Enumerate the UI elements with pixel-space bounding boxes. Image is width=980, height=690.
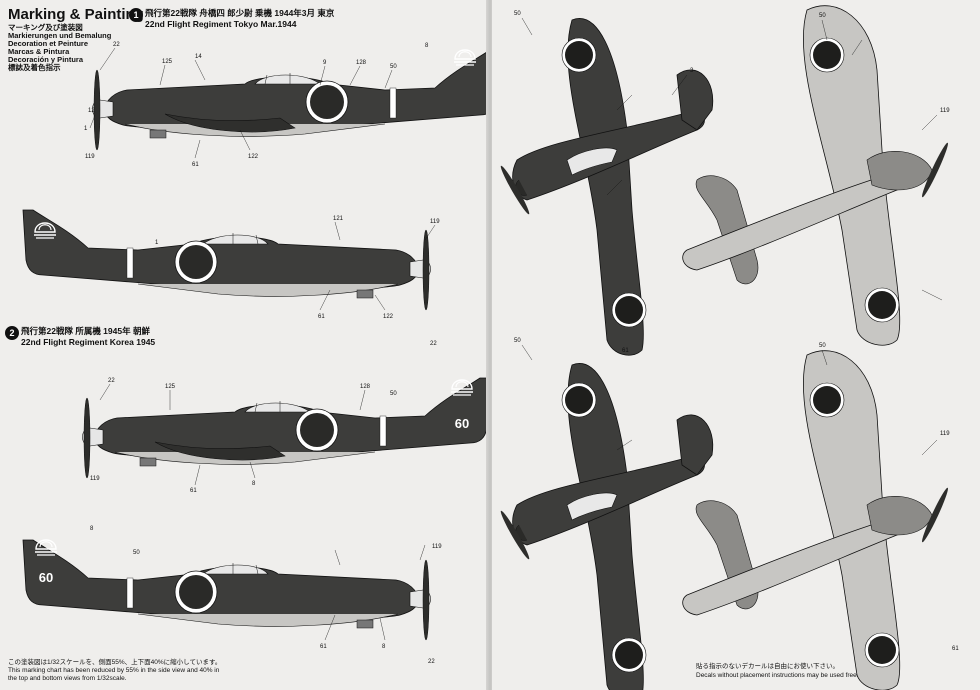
page-title: Marking & Painting	[8, 6, 144, 23]
scheme-2-badge: 2	[5, 326, 19, 340]
callout-122b: 122	[383, 314, 394, 320]
callout-r-50: 50	[514, 11, 521, 17]
scheme-1-title-en: 22nd Flight Regiment Tokyo Mar.1944	[145, 19, 297, 29]
scheme-2-side-view-left	[82, 377, 491, 479]
callout-8b: 8	[252, 481, 256, 487]
callout-leaders	[89, 47, 436, 641]
footnote-right-jp: 貼る指示のないデカールは自由にお使い下さい。	[696, 663, 839, 670]
scheme-1-side-view-left	[92, 49, 501, 151]
right-callout-numbers: 50 3 50 119 61 50 50 119 61	[514, 11, 959, 652]
callout-128b: 128	[360, 384, 371, 390]
callout-8c: 8	[90, 526, 94, 532]
subtitle-de: Markierungen und Bemalung	[8, 31, 112, 40]
callout-50: 50	[390, 64, 397, 70]
callout-9: 9	[323, 60, 327, 66]
callout-r-3: 3	[690, 68, 694, 74]
callout-50b: 50	[390, 391, 397, 397]
scheme-1-title-jp: 飛行第22戦隊 舟橋四 郎少尉 乗機 1944年3月 東京	[145, 8, 335, 18]
subtitle-jp: マーキング及び塗装図	[8, 23, 83, 32]
right-page: 貼る指示のないデカールは自由にお使い下さい。 Decals without pl…	[492, 0, 980, 690]
callout-r-47b: 61	[952, 646, 959, 652]
subtitle-fr: Decoration et Peinture	[8, 39, 89, 48]
scheme-2-title-en: 22nd Flight Regiment Korea 1945	[21, 337, 156, 347]
footnote-en-1: This marking chart has been reduced by 5…	[8, 667, 220, 674]
scheme-1-bottom-view	[682, 5, 951, 346]
right-callout-leaders	[521, 17, 943, 456]
callout-319: 119	[90, 476, 100, 482]
scheme-2-top-view	[497, 362, 714, 690]
callout-50c: 50	[133, 550, 140, 556]
footnote-en-2: the top and bottom views from 1/32scale.	[8, 675, 127, 682]
scheme-1-badge: 1	[129, 8, 143, 22]
callout-r-319b: 119	[940, 431, 950, 437]
scheme-2-side-view-right	[22, 539, 431, 641]
callout-1b: 1	[155, 240, 159, 246]
scheme-2-tail-code: 60	[455, 416, 469, 431]
callout-r-50c: 50	[514, 338, 521, 344]
callout-61d: 61	[320, 644, 327, 650]
subtitle-cn: 標誌及着色指示	[8, 63, 61, 72]
left-page: Marking & Painting マーキング及び塗装図 Markierung…	[0, 0, 501, 690]
callout-14: 14	[195, 54, 202, 60]
scheme-1-top-view	[497, 17, 714, 356]
callout-22b: 22	[430, 341, 437, 347]
scheme-1-side-view-right	[22, 209, 431, 311]
callout-22c: 22	[108, 378, 115, 384]
callout-22: 22	[113, 42, 120, 48]
page-gutter	[486, 0, 494, 690]
callout-8: 8	[425, 43, 429, 49]
side-callout-numbers: 22 125 14 9 128 8 50 12 1 119 122 61 121…	[84, 42, 442, 665]
subtitle-pt: Marcas & Pintura	[8, 47, 70, 56]
callout-125b: 125	[165, 384, 176, 390]
callout-r-319: 119	[940, 108, 950, 114]
callout-128: 128	[356, 60, 367, 66]
callout-r-47: 61	[622, 348, 629, 354]
footnote-right-en: Decals without placement instructions ma…	[696, 672, 863, 679]
callout-r-50b: 50	[819, 13, 826, 19]
callout-22d: 22	[428, 659, 435, 665]
callout-61b: 61	[318, 314, 325, 320]
scheme-2-tail-code-2: 60	[39, 570, 53, 585]
callout-119b: 119	[430, 219, 440, 225]
subtitle-es: Decoración y Pintura	[8, 55, 84, 64]
callout-122: 122	[248, 154, 259, 160]
callout-12: 12	[88, 108, 95, 114]
callout-61c: 61	[190, 488, 197, 494]
callout-119c: 119	[432, 544, 442, 550]
left-page-drawings: 60 60 22 125 14 9	[22, 41, 501, 665]
callout-r-50d: 50	[819, 343, 826, 349]
callout-61: 61	[192, 162, 199, 168]
callout-125: 125	[162, 59, 173, 65]
scheme-2-title-jp: 飛行第22戦隊 所属機 1945年 朝鮮	[21, 326, 150, 336]
footnote-jp: この塗装図は1/32スケールを、側面55%、上下面40%に縮小しています。	[8, 659, 222, 666]
callout-8d: 8	[382, 644, 386, 650]
right-page-drawings: 50 3 50 119 61 50 50 119 61	[497, 5, 959, 690]
callout-1: 1	[84, 126, 88, 132]
callout-119: 119	[85, 154, 95, 160]
callout-121: 121	[333, 216, 344, 222]
